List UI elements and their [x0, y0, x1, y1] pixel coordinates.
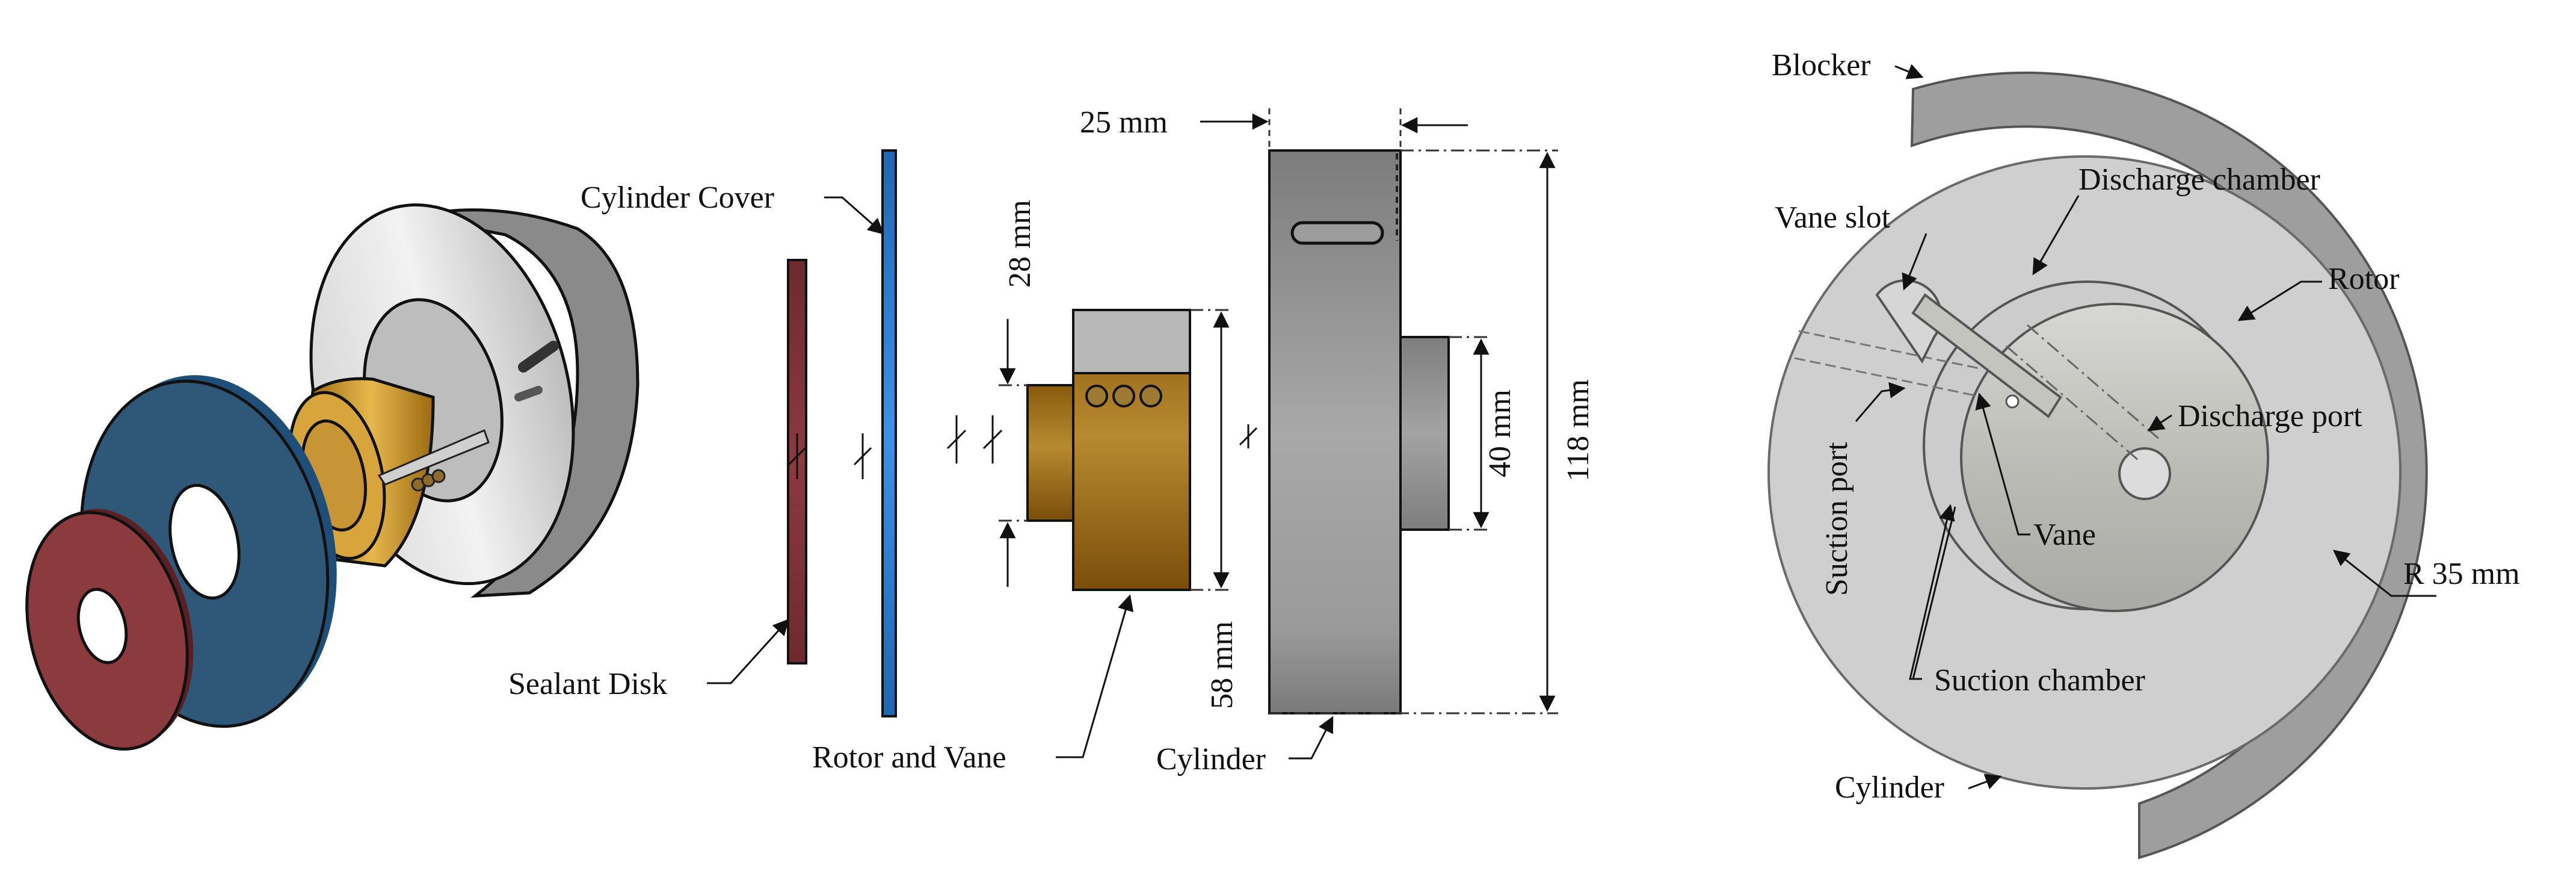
label-vane-slot: Vane slot — [1775, 200, 1891, 235]
label-suction-port: Suction port — [1820, 442, 1854, 596]
label-blocker: Blocker — [1772, 48, 1871, 82]
side-rotor — [1026, 309, 1191, 591]
iso-sealant-disk — [25, 509, 194, 751]
break-symbol-rotor-left — [946, 415, 967, 463]
break-symbol-rotor-right — [982, 415, 1003, 463]
side-elevation: 118 mm 40 mm 58 mm 28 mm — [508, 105, 1595, 776]
dim-label-rotor-width: 28 mm — [1003, 200, 1037, 288]
isometric-assembly — [25, 203, 639, 751]
dim-rotor-width — [999, 319, 1028, 587]
label-rotor: Rotor — [2328, 262, 2399, 296]
label-sealant-disk: Sealant Disk — [508, 667, 667, 701]
dim-cover-gap — [1200, 108, 1468, 150]
label-rotor-and-vane: Rotor and Vane — [812, 740, 1006, 775]
label-radius: R 35 mm — [2403, 557, 2520, 591]
label-cylinder-cover: Cylinder Cover — [581, 181, 774, 215]
label-suction-chamber: Suction chamber — [1934, 663, 2145, 698]
side-cylinder-cover — [881, 149, 897, 717]
side-cylinder — [1268, 149, 1450, 714]
label-cylinder-section: Cylinder — [1835, 770, 1944, 805]
dim-label-cylinder-diameter: 118 mm — [1561, 379, 1595, 482]
break-symbol-disk — [787, 433, 807, 479]
dim-label-cover-gap: 25 mm — [1080, 105, 1168, 140]
label-vane: Vane — [2033, 518, 2096, 552]
label-discharge-port: Discharge port — [2178, 399, 2362, 433]
dim-cylinder-diameter — [1269, 149, 1558, 714]
dim-label-hub-diameter: 40 mm — [1483, 389, 1517, 477]
section-vane — [1911, 293, 2062, 418]
break-symbol-cover — [853, 433, 872, 479]
label-cylinder-side: Cylinder — [1156, 742, 1266, 776]
label-discharge-chamber: Discharge chamber — [2078, 163, 2320, 197]
cross-section: Blocker Discharge chamber Vane slot Roto… — [1767, 48, 2520, 860]
dim-label-rotor-diameter: 58 mm — [1205, 621, 1239, 709]
dim-rotor-diameter — [1190, 309, 1233, 591]
break-symbol-cylinder — [1239, 424, 1258, 448]
section-rotor — [1960, 303, 2269, 612]
section-discharge-port — [2118, 447, 2171, 500]
dim-hub-diameter — [1449, 336, 1492, 531]
